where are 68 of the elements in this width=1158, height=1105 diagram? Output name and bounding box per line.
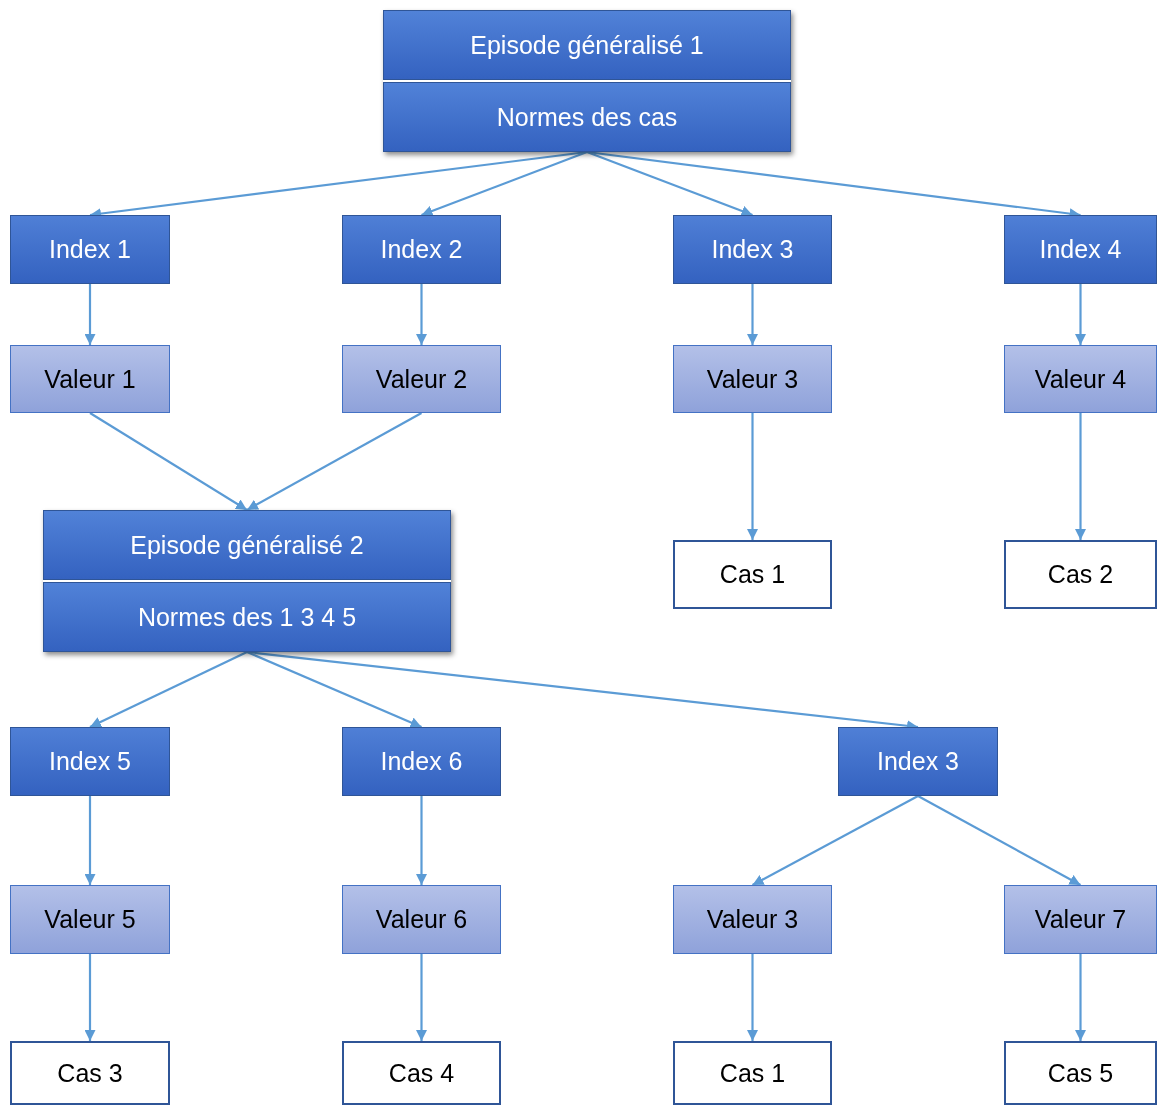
index-box <box>673 215 832 284</box>
title-band: Episode généralisé 1 <box>383 10 791 80</box>
node-label: Index 3 <box>877 747 959 776</box>
norms-band: Normes des 1 3 4 5 <box>43 582 451 652</box>
arrow <box>421 150 588 217</box>
node-label: Cas 4 <box>388 1058 455 1088</box>
index-box <box>10 215 170 284</box>
node-label: Valeur 4 <box>1034 364 1127 394</box>
arrow <box>246 412 423 511</box>
arrow <box>1075 954 1086 1041</box>
node-label: Valeur 1 <box>44 364 136 394</box>
node-label: Index 1 <box>49 235 131 264</box>
index-box <box>342 215 501 284</box>
arrow <box>416 954 427 1041</box>
node-label: Valeur 7 <box>1034 905 1127 934</box>
node-label: Cas 3 <box>57 1058 123 1088</box>
arrow <box>1075 413 1086 540</box>
index-box <box>838 727 998 796</box>
arrow <box>747 954 758 1041</box>
value-box <box>10 345 170 413</box>
case-box <box>673 1041 832 1105</box>
title-band: Episode généralisé 2 <box>43 510 451 580</box>
episode-box <box>43 510 451 652</box>
arrow <box>416 796 427 885</box>
index-box <box>10 727 170 796</box>
arrow <box>84 954 96 1041</box>
arrow <box>752 795 919 886</box>
arrow <box>586 150 753 217</box>
arrow <box>917 795 1082 886</box>
node-label: Valeur 2 <box>375 364 468 394</box>
arrow <box>246 651 422 728</box>
arrow <box>84 284 96 345</box>
node-label: Index 5 <box>49 747 131 776</box>
arrow <box>747 413 758 540</box>
norms-band: Normes des cas <box>383 82 791 152</box>
case-box <box>10 1041 170 1105</box>
node-label: Valeur 3 <box>706 905 799 934</box>
node-label: Index 3 <box>711 235 794 264</box>
case-box <box>1004 540 1157 609</box>
arrow <box>747 284 758 345</box>
arrow <box>1075 284 1086 345</box>
value-box <box>1004 885 1157 954</box>
node-label: Cas 5 <box>1047 1058 1114 1088</box>
arrow <box>416 284 427 345</box>
case-box <box>1004 1041 1157 1105</box>
arrow <box>84 796 96 885</box>
value-box <box>673 885 832 954</box>
node-label: Cas 2 <box>1047 560 1114 589</box>
value-box <box>1004 345 1157 413</box>
node-label: Valeur 3 <box>706 364 799 394</box>
index-box <box>1004 215 1157 284</box>
node-label: Cas 1 <box>719 1058 786 1088</box>
node-label: Index 4 <box>1039 235 1122 264</box>
case-box <box>342 1041 501 1105</box>
value-box <box>342 885 501 954</box>
node-label: Index 2 <box>380 235 463 264</box>
value-box <box>10 885 170 954</box>
value-box <box>673 345 832 413</box>
arrow <box>89 651 248 728</box>
episode-box <box>383 10 791 152</box>
case-box <box>673 540 832 609</box>
value-box <box>342 345 501 413</box>
arrow <box>89 412 248 511</box>
node-label: Cas 1 <box>719 560 786 589</box>
node-label: Valeur 5 <box>44 905 136 934</box>
node-label: Valeur 6 <box>375 905 468 934</box>
node-label: Index 6 <box>380 747 463 776</box>
index-box <box>342 727 501 796</box>
